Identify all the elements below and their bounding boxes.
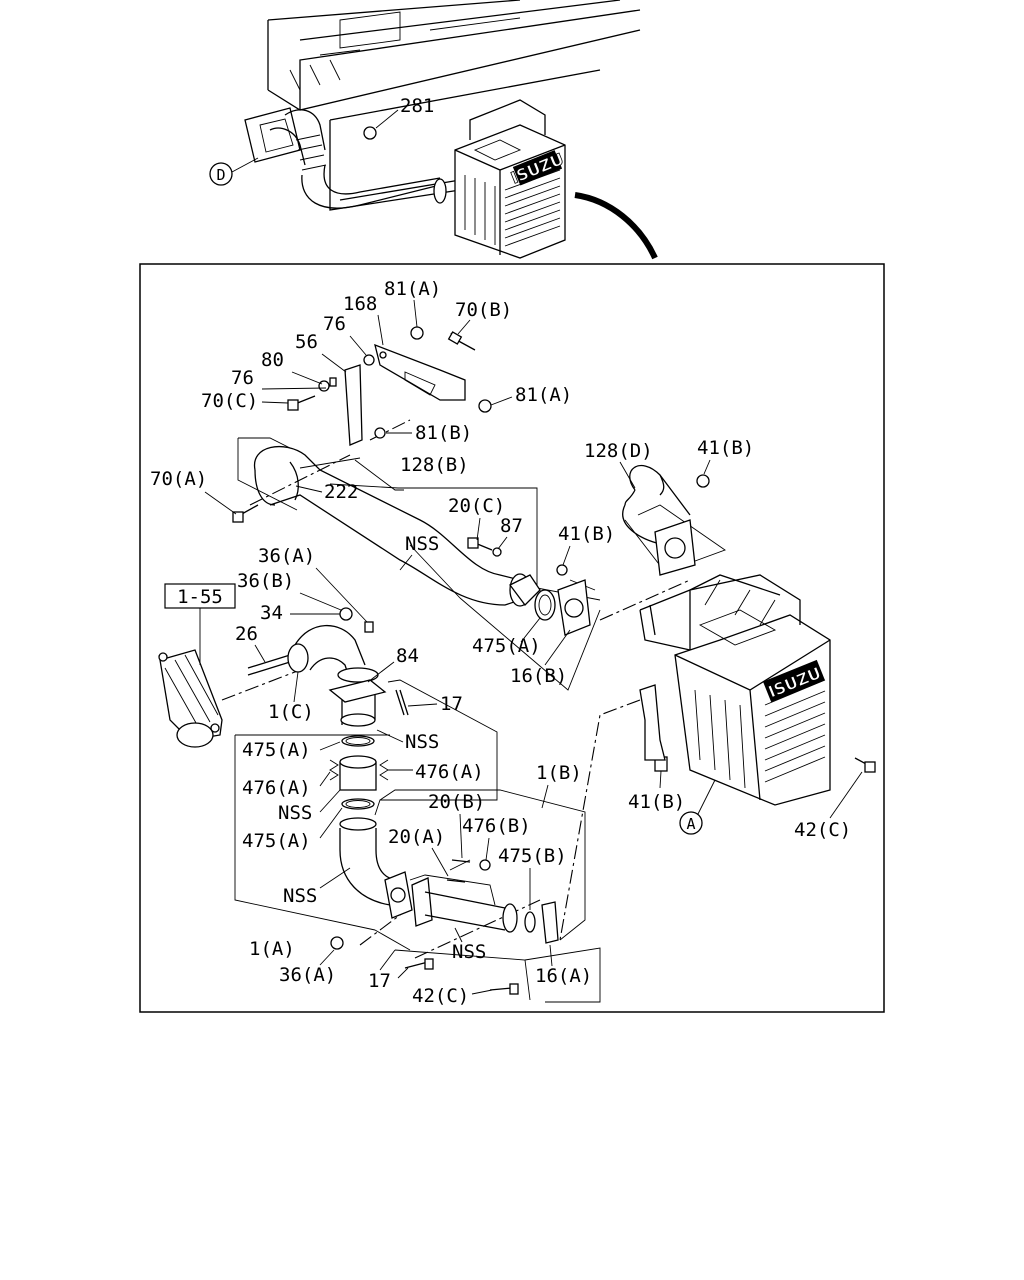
callout-41B-mid: 41(B) — [558, 523, 615, 545]
callout-NSS-mid: NSS — [278, 802, 312, 824]
elbow-1C-illustration — [287, 624, 379, 683]
callout-56: 56 — [295, 331, 318, 353]
callout-128D: 128(D) — [584, 440, 653, 462]
ref-marker-A: A — [686, 815, 695, 833]
callout-281: 281 — [400, 95, 434, 117]
callout-81B: 81(B) — [415, 422, 472, 444]
callout-17-top: 17 — [440, 693, 463, 715]
callout-87: 87 — [500, 515, 523, 537]
ref-box-1-55: 1-55 — [177, 586, 223, 608]
callout-36A-low: 36(A) — [279, 964, 336, 986]
callout-NSS-pipe: NSS — [405, 533, 439, 555]
callout-36A-top: 36(A) — [258, 545, 315, 567]
callout-42C-low: 42(C) — [412, 985, 469, 1007]
callout-1C: 1(C) — [268, 701, 314, 723]
callout-70A: 70(A) — [150, 468, 207, 490]
callout-476A-right: 476(A) — [415, 761, 484, 783]
callout-16B: 16(B) — [510, 665, 567, 687]
callout-17-low: 17 — [368, 970, 391, 992]
muffler-vents — [694, 679, 826, 789]
callout-81A-right: 81(A) — [515, 384, 572, 406]
callout-84: 84 — [396, 645, 419, 667]
callout-NSS-flex: NSS — [405, 731, 439, 753]
callout-41B-low: 41(B) — [628, 791, 685, 813]
callout-1B: 1(B) — [536, 762, 582, 784]
part-1-55-illustration — [158, 649, 223, 748]
callout-70B: 70(B) — [455, 299, 512, 321]
bracket-illustration — [344, 343, 466, 446]
callout-76-top: 76 — [323, 313, 346, 335]
callout-128B: 128(B) — [400, 454, 469, 476]
callout-42C-right: 42(C) — [794, 819, 851, 841]
callout-70C: 70(C) — [201, 390, 258, 412]
callout-475A-a: 475(A) — [242, 739, 311, 761]
callout-NSS-low: NSS — [452, 941, 486, 963]
callout-475A-b: 475(A) — [242, 830, 311, 852]
callout-475B: 475(B) — [498, 845, 567, 867]
callout-20A: 20(A) — [388, 826, 445, 848]
callout-80: 80 — [261, 349, 284, 371]
callout-476B: 476(B) — [462, 815, 531, 837]
callout-1A: 1(A) — [249, 938, 295, 960]
callout-168: 168 — [343, 293, 377, 315]
callout-26: 26 — [235, 623, 258, 645]
callout-222: 222 — [324, 481, 358, 503]
muffler-illustration: ISUZU — [639, 574, 831, 806]
callout-36B: 36(B) — [237, 570, 294, 592]
callout-20B: 20(B) — [428, 791, 485, 813]
pipe-128B-illustration — [253, 445, 541, 607]
pipe-1B-illustration — [411, 877, 559, 944]
pipe-128D-illustration — [622, 464, 696, 576]
elbow-1A-illustration — [339, 828, 413, 919]
overview-illustration: ISUZU 281 D — [209, 0, 658, 260]
callout-475A-mid: 475(A) — [472, 635, 541, 657]
callout-476A-left: 476(A) — [242, 777, 311, 799]
callout-16A: 16(A) — [535, 965, 592, 987]
detail-frame — [139, 263, 885, 1013]
callout-76-mid: 76 — [231, 367, 254, 389]
callout-41B-top: 41(B) — [697, 437, 754, 459]
ref-marker-D: D — [216, 166, 225, 184]
callout-81A-top: 81(A) — [384, 278, 441, 300]
exploded-view: 1-55 — [150, 278, 876, 1007]
callout-34: 34 — [260, 602, 283, 624]
flex-pipe-illustration — [329, 695, 389, 831]
callout-20C: 20(C) — [448, 495, 505, 517]
callout-NSS-elbow: NSS — [283, 885, 317, 907]
